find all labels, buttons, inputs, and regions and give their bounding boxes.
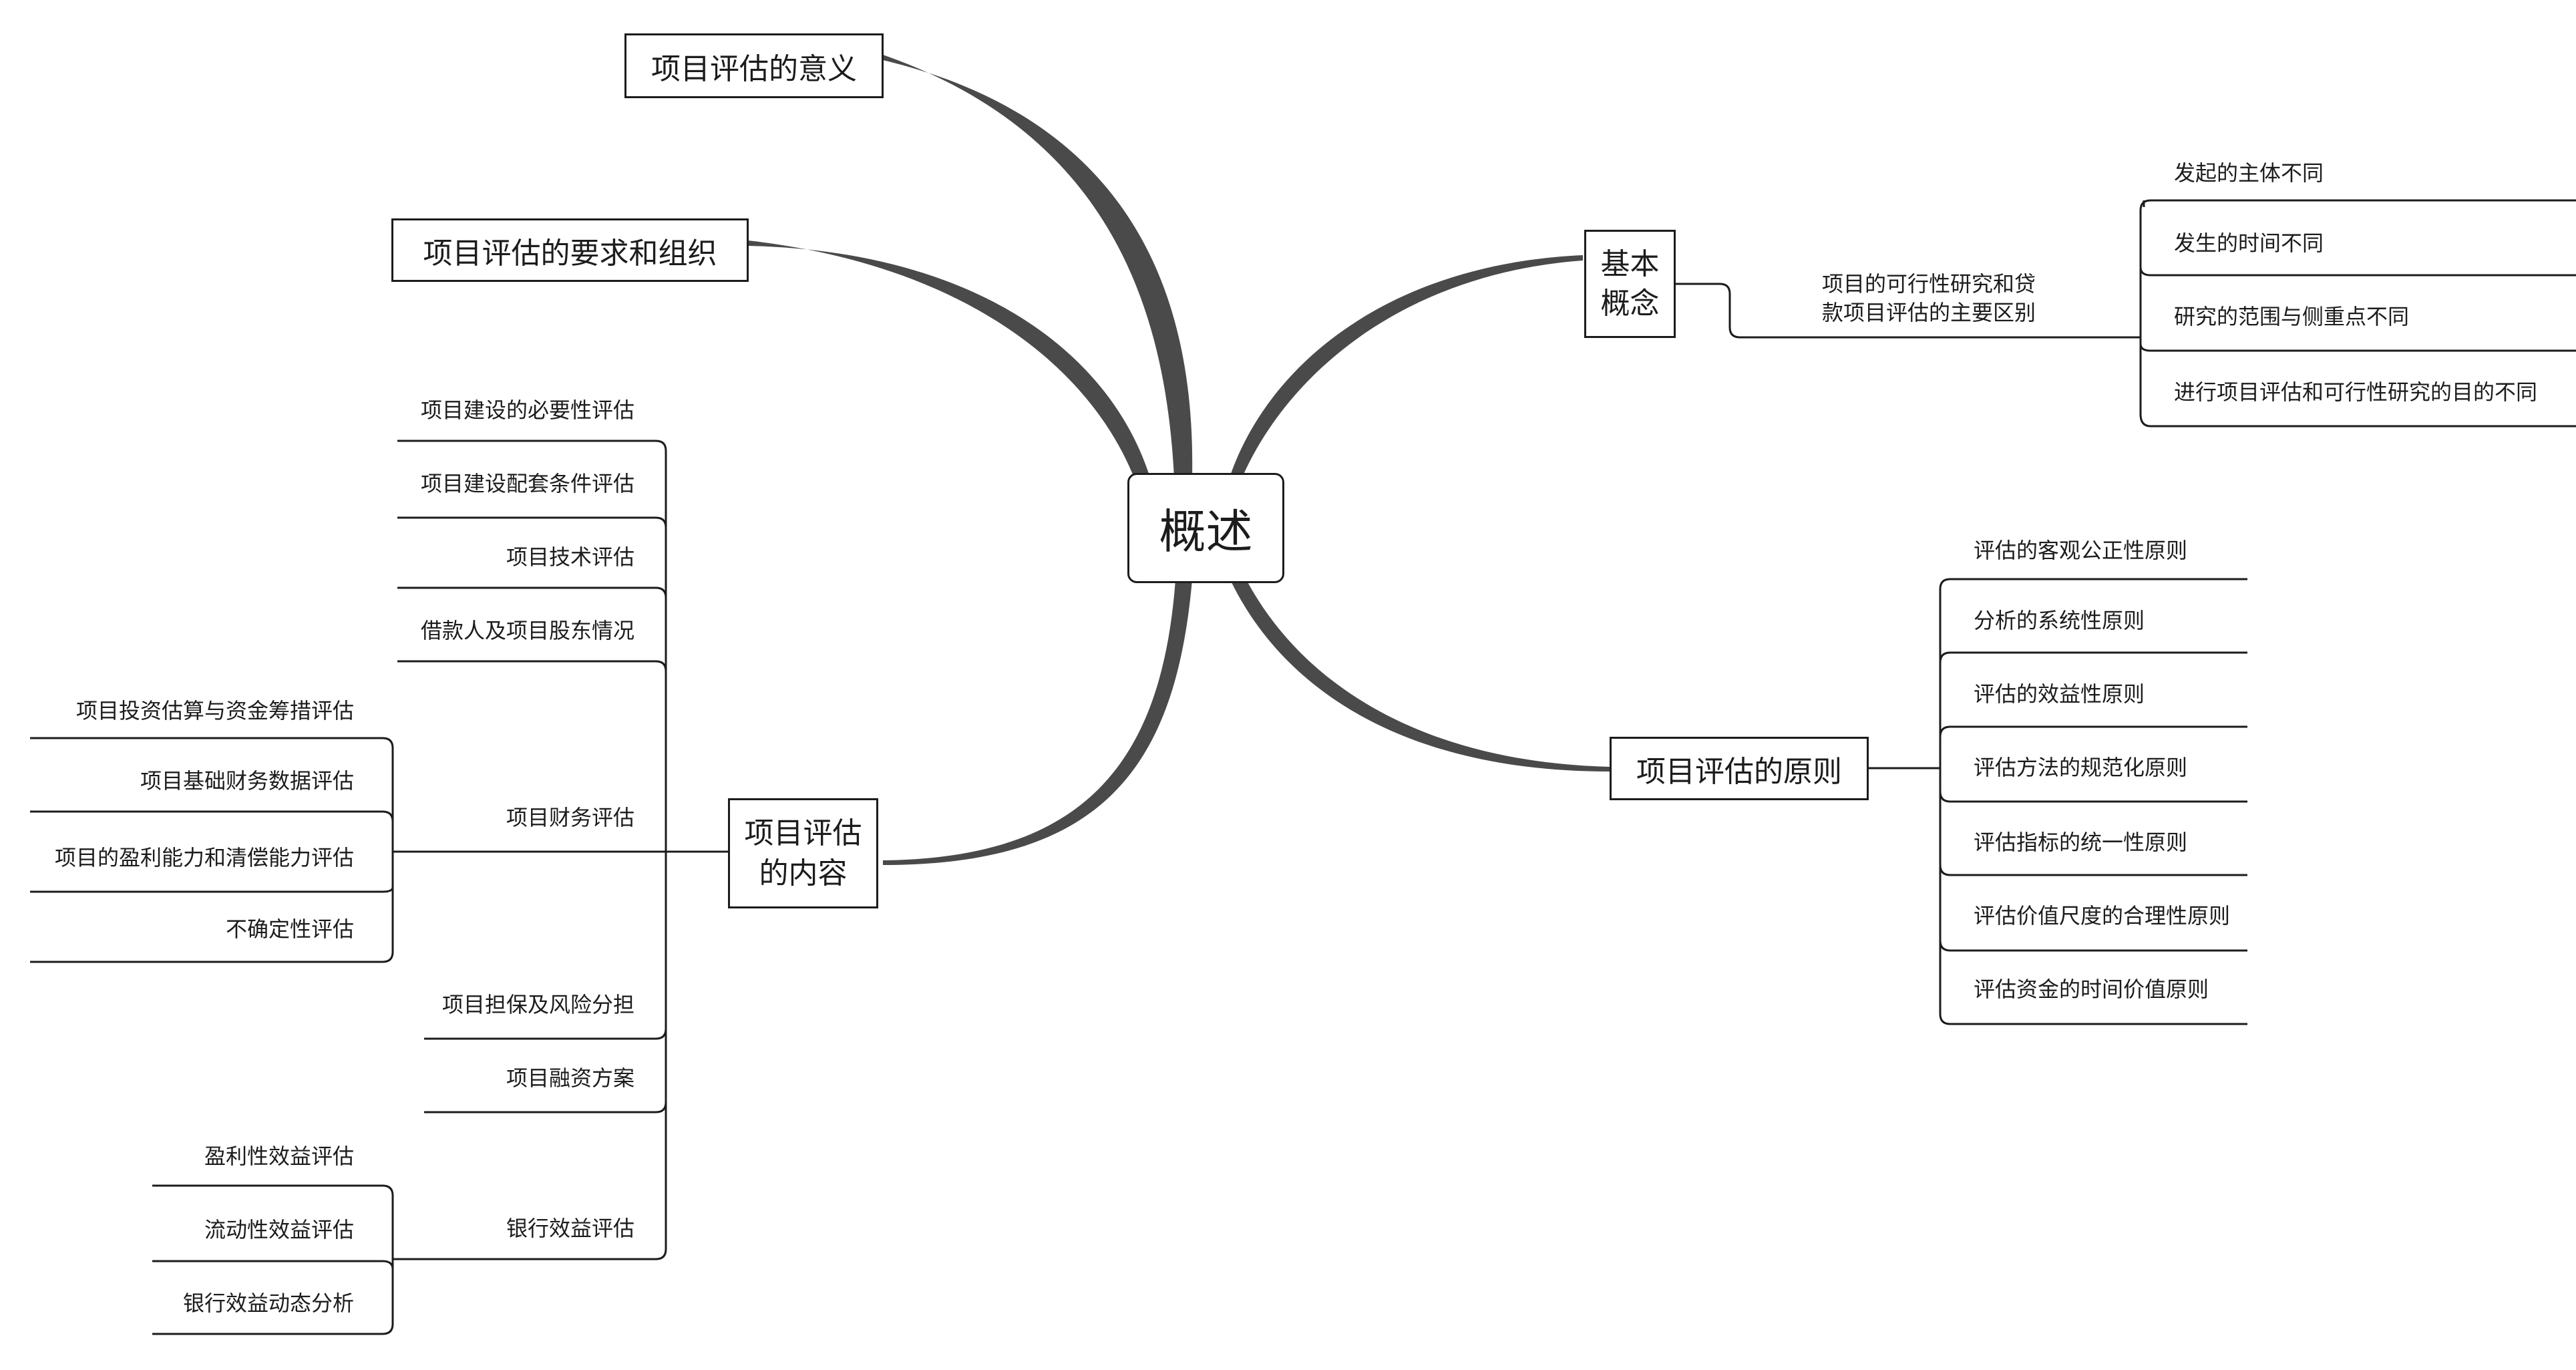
- topic-meaning[interactable]: 项目评估的意义: [624, 33, 884, 98]
- bank-item[interactable]: 银行效益动态分析: [182, 1291, 354, 1316]
- content-line2: 的内容: [759, 856, 848, 890]
- finance-connectors: [30, 737, 424, 963]
- difference-note-line2: 款项目评估的主要区别: [1821, 300, 2036, 326]
- difference-item[interactable]: 发生的时间不同: [2174, 230, 2324, 256]
- principle-item[interactable]: 评估价值尺度的合理性原则: [1974, 903, 2231, 928]
- bank-item[interactable]: 盈利性效益评估: [204, 1144, 354, 1169]
- branch-requirements: [748, 240, 1150, 481]
- topic-basic-concept[interactable]: 基本 概念: [1584, 230, 1676, 338]
- difference-item[interactable]: 发起的主体不同: [2174, 160, 2324, 186]
- topic-principles[interactable]: 项目评估的原则: [1610, 737, 1869, 800]
- principle-item[interactable]: 评估指标的统一性原则: [1974, 830, 2188, 855]
- difference-note: 项目的可行性研究和贷 款项目评估的主要区别: [1782, 270, 2076, 327]
- basic-concept-line1: 基本: [1600, 246, 1660, 281]
- content-item[interactable]: 项目建设的必要性评估: [420, 397, 634, 423]
- finance-item[interactable]: 项目的盈利能力和清偿能力评估: [54, 845, 354, 870]
- basic-concept-line2: 概念: [1600, 287, 1660, 321]
- content-item[interactable]: 项目技术评估: [506, 544, 634, 570]
- finance-item[interactable]: 项目投资估算与资金筹措评估: [75, 698, 354, 723]
- principle-item[interactable]: 评估的客观公正性原则: [1974, 538, 2188, 563]
- branch-meaning: [883, 55, 1193, 478]
- bank-connectors: [152, 1184, 424, 1335]
- content-line1: 项目评估: [744, 816, 862, 851]
- content-item[interactable]: 项目融资方案: [506, 1065, 634, 1091]
- finance-item[interactable]: 不确定性评估: [225, 916, 354, 942]
- branch-principles: [1230, 577, 1610, 772]
- difference-note-line1: 项目的可行性研究和贷: [1821, 271, 2036, 297]
- principle-item[interactable]: 评估方法的规范化原则: [1974, 755, 2188, 780]
- finance-item[interactable]: 项目基础财务数据评估: [140, 768, 354, 794]
- content-item[interactable]: 项目财务评估: [506, 805, 634, 830]
- topic-content[interactable]: 项目评估 的内容: [728, 798, 878, 908]
- principle-item[interactable]: 分析的系统性原则: [1974, 608, 2145, 633]
- content-item[interactable]: 项目建设配套条件评估: [420, 471, 634, 496]
- difference-item[interactable]: 研究的范围与侧重点不同: [2174, 304, 2410, 329]
- principle-item[interactable]: 评估的效益性原则: [1974, 681, 2145, 707]
- root-node[interactable]: 概述: [1127, 473, 1284, 583]
- content-item[interactable]: 借款人及项目股东情况: [420, 618, 634, 643]
- principle-item[interactable]: 评估资金的时间价值原则: [1974, 977, 2209, 1002]
- principles-connectors: [1869, 578, 2247, 1025]
- bank-item[interactable]: 流动性效益评估: [204, 1217, 354, 1242]
- basic-concept-connectors: [1675, 199, 2576, 427]
- content-item[interactable]: 银行效益评估: [506, 1216, 634, 1241]
- difference-item[interactable]: 进行项目评估和可行性研究的目的不同: [2174, 379, 2538, 405]
- branch-basic-concept: [1230, 255, 1583, 476]
- content-item[interactable]: 项目担保及风险分担: [441, 992, 634, 1017]
- content-connectors: [397, 440, 728, 1260]
- branch-content: [883, 580, 1192, 865]
- topic-requirements[interactable]: 项目评估的要求和组织: [391, 218, 749, 282]
